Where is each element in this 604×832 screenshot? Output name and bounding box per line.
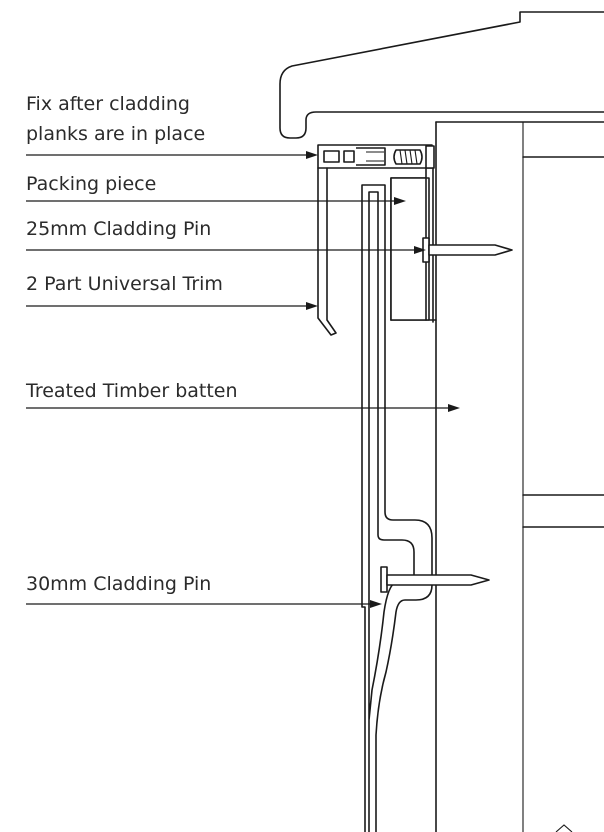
leader-fix-after-cladding <box>26 151 318 159</box>
leader-timber-batten <box>26 404 460 412</box>
top-cap-trim <box>317 144 435 169</box>
leader-25mm-cladding-pin <box>26 246 426 254</box>
label-25mm-cladding-pin: 25mm Cladding Pin <box>26 218 211 240</box>
wall-structure <box>435 121 604 832</box>
leader-universal-trim <box>26 302 318 310</box>
label-fix-after-cladding-line1: Fix after cladding <box>26 93 190 115</box>
label-2-part-universal-trim: 2 Part Universal Trim <box>26 273 223 295</box>
roof-overhang <box>279 11 604 139</box>
label-packing-piece: Packing piece <box>26 173 156 195</box>
leader-30mm-cladding-pin <box>26 600 382 608</box>
label-treated-timber-batten: Treated Timber batten <box>25 380 238 402</box>
label-30mm-cladding-pin: 30mm Cladding Pin <box>26 573 211 595</box>
leader-packing-piece <box>26 197 406 205</box>
cladding-pin-30mm <box>380 566 490 593</box>
cladding-pin-25mm <box>422 237 513 263</box>
label-fix-after-cladding-line2: planks are in place <box>26 123 205 145</box>
